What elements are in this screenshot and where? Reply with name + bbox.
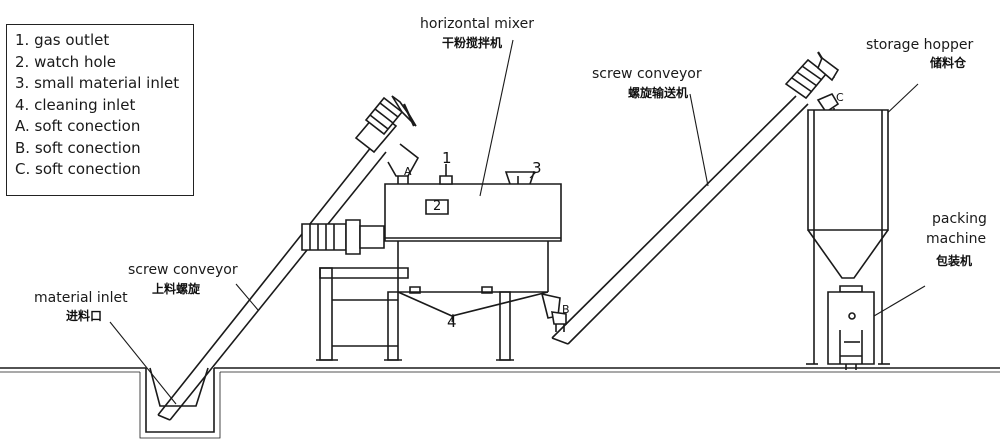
conveyor-2-label: screw conveyor [592, 66, 702, 82]
mixer-label: horizontal mixer [420, 16, 535, 32]
legend: 1. gas outlet 2. watch hole 3. small mat… [6, 24, 194, 196]
storage-hopper [806, 110, 890, 364]
packing-label-cn: 包装机 [936, 254, 973, 268]
conveyor-2-label-cn: 螺旋输送机 [628, 86, 689, 100]
hopper-cone [808, 230, 888, 278]
mixer-frame [316, 268, 514, 360]
screw-conveyor-2 [552, 52, 838, 344]
marker-2: 2 [433, 199, 442, 214]
packing-label-line-2: machine [926, 231, 987, 247]
ground [0, 368, 1000, 438]
legend-item: 4. cleaning inlet [15, 95, 136, 114]
packing-body [828, 292, 874, 364]
conveyor-1-discharge [388, 144, 418, 176]
legend-item: 3. small material inlet [15, 74, 180, 92]
legend-item: 1. gas outlet [15, 31, 110, 49]
conveyor-1-label-cn: 上料螺旋 [152, 282, 201, 296]
marker-a: A [404, 165, 412, 178]
conveyor-1-motor [356, 96, 416, 152]
marker-1: 1 [442, 149, 452, 167]
packing-machine [828, 286, 874, 370]
mixer-drive [302, 220, 384, 254]
hopper-label-cn: 储料仓 [930, 56, 967, 70]
marker-4: 4 [447, 313, 457, 331]
packing-label-line-1: packing [932, 211, 987, 227]
conveyor-2-motor [786, 52, 838, 98]
conveyor-1-label: screw conveyor [128, 262, 238, 278]
mixer-label-cn: 干粉搅拌机 [442, 36, 503, 50]
legend-item: C. soft conection [15, 160, 141, 178]
material-inlet-label-cn: 进料口 [66, 309, 103, 323]
legend-item: 2. watch hole [15, 52, 117, 71]
feed-pit [146, 368, 214, 432]
marker-c: C [836, 91, 844, 104]
hopper-body [808, 110, 888, 230]
marker-3: 3 [532, 159, 542, 177]
pit-hopper [150, 368, 208, 406]
marker-b: B [562, 303, 570, 316]
legend-item: B. soft conection [15, 138, 141, 157]
material-inlet-label: material inlet [34, 290, 128, 306]
screw-conveyor-1 [158, 96, 418, 420]
hopper-label: storage hopper [866, 37, 974, 53]
mixer-body [385, 184, 561, 241]
legend-item: A. soft conection [15, 117, 141, 135]
horizontal-mixer [302, 164, 561, 360]
